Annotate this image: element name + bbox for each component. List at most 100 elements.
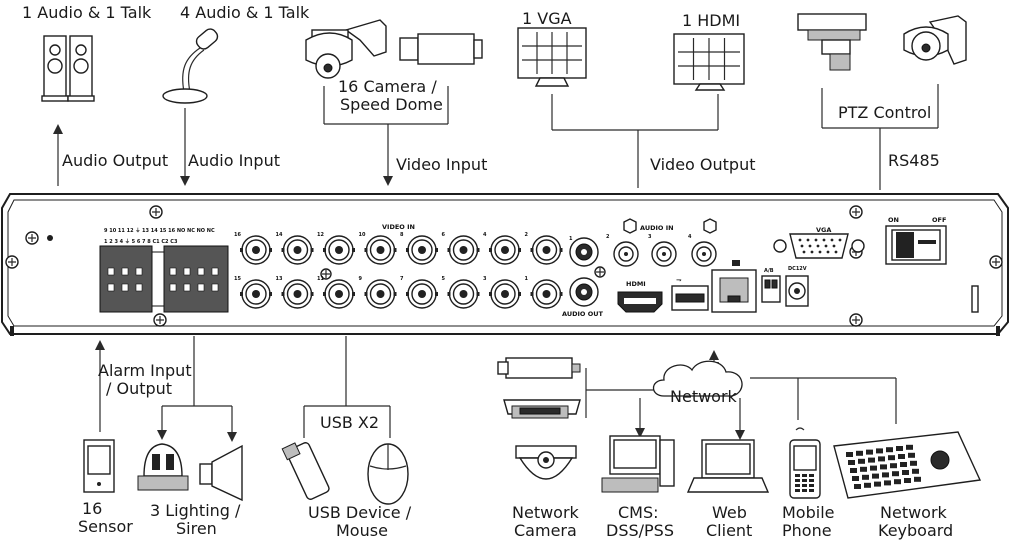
label-sensor-line2: Sensor — [78, 517, 133, 536]
desktop-pc-icon — [601, 435, 675, 493]
channel-number: 9 — [359, 276, 363, 282]
talk-jack-icons — [623, 218, 717, 234]
power-switch[interactable] — [885, 225, 947, 265]
on-label: ON — [888, 216, 899, 224]
label-vga: 1 VGA — [522, 9, 572, 28]
bnc-bottom-13[interactable]: 13 — [276, 276, 314, 309]
label-audio-input: Audio Input — [188, 151, 280, 170]
label-video-output: Video Output — [650, 155, 756, 174]
label-net-camera-line1: Network — [512, 503, 580, 522]
audio-in-label: AUDIO IN — [640, 224, 674, 232]
channel-number: 7 — [400, 276, 404, 282]
sensor-icon — [83, 439, 115, 493]
box-camera-icon — [399, 33, 483, 65]
usb-flash-drive-icon — [281, 442, 330, 500]
channel-number: 14 — [276, 232, 283, 238]
audio-in-ch2: 2 — [606, 234, 610, 240]
audio-out-port[interactable] — [569, 277, 599, 307]
label-mobile-line1: Mobile — [782, 503, 834, 522]
mouse-icon — [367, 443, 409, 505]
bnc-bottom-9[interactable]: 9 — [359, 276, 397, 309]
channel-number: 16 — [234, 232, 241, 238]
phone-keypad — [795, 474, 814, 492]
label-keyboard-line1: Network — [880, 503, 948, 522]
ptz-dome-camera-icon — [903, 15, 967, 65]
vga-monitor-icon — [517, 27, 587, 87]
network-bullet-camera-icon — [497, 357, 581, 379]
channel-number: 15 — [234, 276, 241, 282]
dc12v-label: DC12V — [788, 266, 807, 272]
channel-number: 6 — [442, 232, 446, 238]
alarm-top-pin-labels: 9 10 11 12 ⏚ 13 14 15 16 NO NC NO NC — [104, 227, 215, 234]
label-net-camera-line2: Camera — [514, 521, 577, 540]
bnc-bottom-15[interactable]: 15 — [234, 276, 272, 309]
bnc-top-14[interactable]: 14 — [276, 232, 314, 265]
rs485-port[interactable] — [761, 275, 781, 303]
speaker-icon — [41, 35, 95, 102]
label-web-line1: Web — [712, 503, 747, 522]
usb-symbol-icon: ⇁ — [676, 276, 682, 284]
label-hdmi: 1 HDMI — [682, 11, 740, 30]
channel-number: 12 — [317, 232, 324, 238]
top-connectors — [53, 84, 939, 190]
channel-number: 1 — [525, 276, 529, 282]
bnc-bottom-1[interactable]: 1 — [525, 276, 563, 309]
vga-port-label: VGA — [816, 226, 831, 234]
network-icon — [732, 260, 740, 266]
bnc-bottom-11[interactable]: 11 — [317, 276, 355, 309]
hdmi-port[interactable] — [617, 291, 663, 313]
alarm-terminal-block[interactable]: 9 10 11 12 ⏚ 13 14 15 16 NO NC NO NC 1 2… — [99, 227, 229, 313]
bottom-connectors — [95, 336, 897, 442]
label-camera-line1: 16 Camera / — [338, 77, 437, 96]
label-camera-line2: Speed Dome — [340, 95, 443, 114]
off-label: OFF — [932, 216, 946, 224]
bnc-top-16[interactable]: 16 — [234, 232, 272, 265]
audio-in-ports[interactable]: 1 2 3 4 — [569, 234, 717, 267]
video-in-label: VIDEO IN — [382, 223, 415, 231]
speed-dome-camera-icon — [305, 19, 387, 79]
channel-number: 10 — [359, 232, 366, 238]
network-keyboard-icon — [833, 431, 982, 499]
label-rs485: RS485 — [888, 151, 940, 170]
network-cloud-icon — [652, 360, 743, 397]
label-alarm-io-line1: Alarm Input — [98, 361, 192, 380]
label-video-input: Video Input — [396, 155, 487, 174]
label-cms-line1: CMS: — [618, 503, 659, 522]
channel-number: 8 — [400, 232, 404, 238]
label-4-audio-talk: 4 Audio & 1 Talk — [180, 3, 310, 22]
label-network: Network — [670, 387, 738, 406]
label-audio-output: Audio Output — [62, 151, 168, 170]
label-usb-device-line1: USB Device / — [308, 503, 412, 522]
bnc-top-10[interactable]: 10 — [359, 232, 397, 265]
bnc-bottom-7[interactable]: 7 — [400, 276, 438, 309]
power-port[interactable] — [785, 275, 809, 307]
ab-label: A/B — [764, 268, 774, 274]
label-usb-x2: USB X2 — [320, 413, 379, 432]
siren-horn-icon — [199, 444, 243, 502]
bnc-bottom-5[interactable]: 5 — [442, 276, 480, 309]
label-lighting-line2: Siren — [176, 519, 217, 538]
mobile-phone-icon — [789, 427, 821, 499]
laptop-icon — [686, 439, 770, 493]
audio-in-ch1: 1 — [569, 236, 573, 242]
bnc-bottom-3[interactable]: 3 — [483, 276, 521, 309]
channel-number: 4 — [483, 232, 487, 238]
label-sensor-line1: 16 — [82, 499, 102, 518]
bnc-top-4[interactable]: 4 — [483, 232, 521, 265]
bnc-top-6[interactable]: 6 — [442, 232, 480, 265]
screw-icons — [5, 205, 1003, 327]
channel-number: 11 — [317, 276, 324, 282]
usb-port[interactable]: ⇁ — [671, 276, 709, 311]
bnc-top-12[interactable]: 12 — [317, 232, 355, 265]
video-in-ports[interactable]: 16 15 14 13 12 11 10 9 8 7 6 5 4 32 1 — [234, 232, 563, 309]
network-ptz-camera-icon — [503, 399, 581, 419]
ethernet-port[interactable] — [711, 260, 757, 313]
audio-out-label: AUDIO OUT — [562, 310, 604, 318]
vent-slot — [971, 285, 979, 313]
label-alarm-io-line2: / Output — [106, 379, 172, 398]
vga-port[interactable] — [773, 233, 865, 259]
label-1-audio-talk: 1 Audio & 1 Talk — [22, 3, 152, 22]
bnc-top-2[interactable]: 2 — [525, 232, 563, 265]
bnc-top-8[interactable]: 8 — [400, 232, 438, 265]
